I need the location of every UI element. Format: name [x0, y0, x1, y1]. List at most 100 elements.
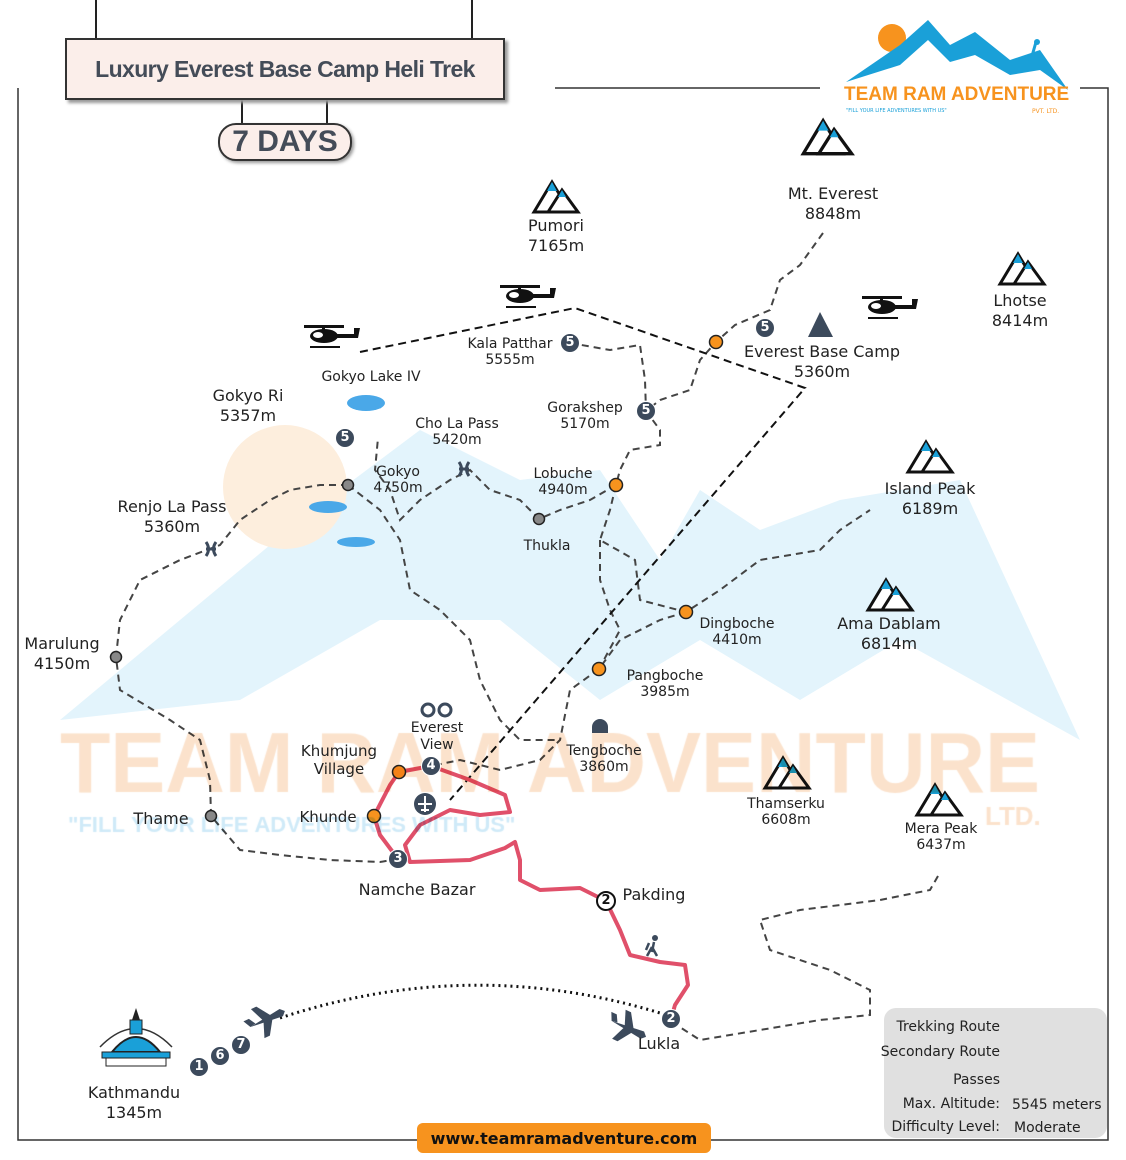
- helicopter-icon: [862, 296, 918, 319]
- place-altitude: 3985m: [640, 684, 690, 700]
- stupa-icon: [99, 1008, 173, 1067]
- place-altitude: 3860m: [579, 759, 629, 775]
- place-name: Everest: [410, 720, 464, 736]
- place-name-line2: Village: [313, 760, 365, 778]
- mountain-icon: [763, 756, 811, 790]
- logo-name: TEAM RAM ADVENTURE: [844, 84, 1070, 105]
- flight-route: [279, 983, 661, 1020]
- place-name: Namche Bazar: [358, 880, 476, 899]
- legend-secondary-label: Secondary Route: [880, 1044, 1000, 1060]
- place-name: Marulung: [24, 634, 100, 653]
- binoculars-icon: [420, 702, 453, 718]
- peak-altitude: 6189m: [901, 499, 959, 518]
- stop-dot: [608, 477, 624, 493]
- place-altitude: 5360m: [793, 362, 851, 381]
- hiker-icon: [644, 935, 659, 957]
- lake: [347, 395, 385, 411]
- page-title: Luxury Everest Base Camp Heli Trek: [65, 38, 505, 100]
- stop-dot: [204, 809, 218, 823]
- mountain-icon: [998, 252, 1046, 286]
- legend-difficulty-label: Difficulty Level:: [891, 1119, 1000, 1135]
- day-marker: 4: [421, 756, 441, 776]
- place-lukla: Lukla: [638, 1034, 680, 1054]
- place-name: Kathmandu: [87, 1083, 181, 1102]
- place-name: Thame: [133, 809, 189, 828]
- day-marker: 5: [335, 428, 355, 448]
- website-link[interactable]: www.teamramadventure.com: [417, 1123, 711, 1153]
- day-marker: 1: [189, 1057, 209, 1077]
- mountain-icon: [915, 783, 963, 817]
- place-altitude: 5357m: [219, 406, 277, 425]
- place-name: Pakding: [622, 885, 686, 904]
- peak-altitude: 8414m: [991, 311, 1049, 330]
- peak-name: Mera Peak: [904, 821, 978, 837]
- place-gokyo-lake: Gokyo Lake IV: [321, 369, 420, 385]
- logo-suffix: PVT. LTD.: [1032, 108, 1060, 115]
- day-marker: 2: [661, 1009, 681, 1029]
- place-altitude: 4150m: [33, 654, 91, 673]
- lake: [337, 537, 375, 547]
- place-name: Gokyo Lake IV: [321, 369, 421, 385]
- map-legend: Trekking Route Secondary Route Passes Ma…: [880, 1008, 1107, 1138]
- lake: [309, 501, 347, 513]
- peak-name: Ama Dablam: [837, 614, 941, 633]
- day-marker: 2: [596, 891, 616, 911]
- place-name: Everest Base Camp: [744, 342, 900, 361]
- tent-icon: [808, 312, 833, 337]
- place-name: Khunde: [299, 808, 357, 826]
- place-namche-bazar: Namche Bazar: [359, 880, 476, 900]
- peak-name: Island Peak: [884, 479, 976, 498]
- peak-altitude: 6608m: [761, 812, 811, 828]
- stop-dot: [532, 512, 546, 526]
- helicopter-icon: [500, 285, 556, 308]
- place-altitude: 1345m: [105, 1103, 163, 1122]
- place-name: Pangboche: [626, 668, 704, 684]
- place-altitude: 4750m: [373, 480, 423, 496]
- place-name: Gorakshep: [547, 400, 623, 416]
- place-name: Khumjung: [300, 742, 378, 760]
- place-altitude: 4410m: [712, 632, 762, 648]
- watermark-sun: [223, 425, 347, 549]
- place-thukla: Thukla: [524, 538, 571, 554]
- peak-altitude: 8848m: [804, 204, 862, 223]
- pass-icon: [204, 540, 218, 558]
- place-altitude: 4940m: [538, 482, 588, 498]
- airport-icon: [414, 793, 436, 815]
- duration-badge: 7 DAYS: [218, 123, 352, 161]
- day-marker: 7: [231, 1035, 251, 1055]
- stop-dot: [708, 334, 724, 350]
- place-thame: Thame: [133, 809, 188, 829]
- peak-altitude: 6814m: [860, 634, 918, 653]
- peak-name: Pumori: [528, 216, 584, 235]
- place-altitude: 5420m: [432, 432, 482, 448]
- day-marker: 6: [210, 1046, 230, 1066]
- stop-dot: [341, 478, 355, 492]
- mountain-icon: [532, 180, 580, 214]
- place-name-line2: View: [420, 737, 454, 753]
- peak-name: Mt. Everest: [787, 184, 879, 203]
- place-name: Lukla: [637, 1034, 681, 1053]
- peak-name: Lhotse: [993, 291, 1047, 310]
- stop-dot: [109, 650, 123, 664]
- airplane-icon: [240, 996, 292, 1044]
- mountain-icon: [906, 440, 954, 474]
- day-marker: 5: [560, 333, 580, 353]
- stop-dot: [366, 808, 382, 824]
- legend-passes-label: Passes: [953, 1072, 1000, 1088]
- place-name: Gokyo: [376, 464, 420, 480]
- day-marker: 3: [388, 849, 408, 869]
- legend-trekking-label: Trekking Route: [896, 1019, 1000, 1035]
